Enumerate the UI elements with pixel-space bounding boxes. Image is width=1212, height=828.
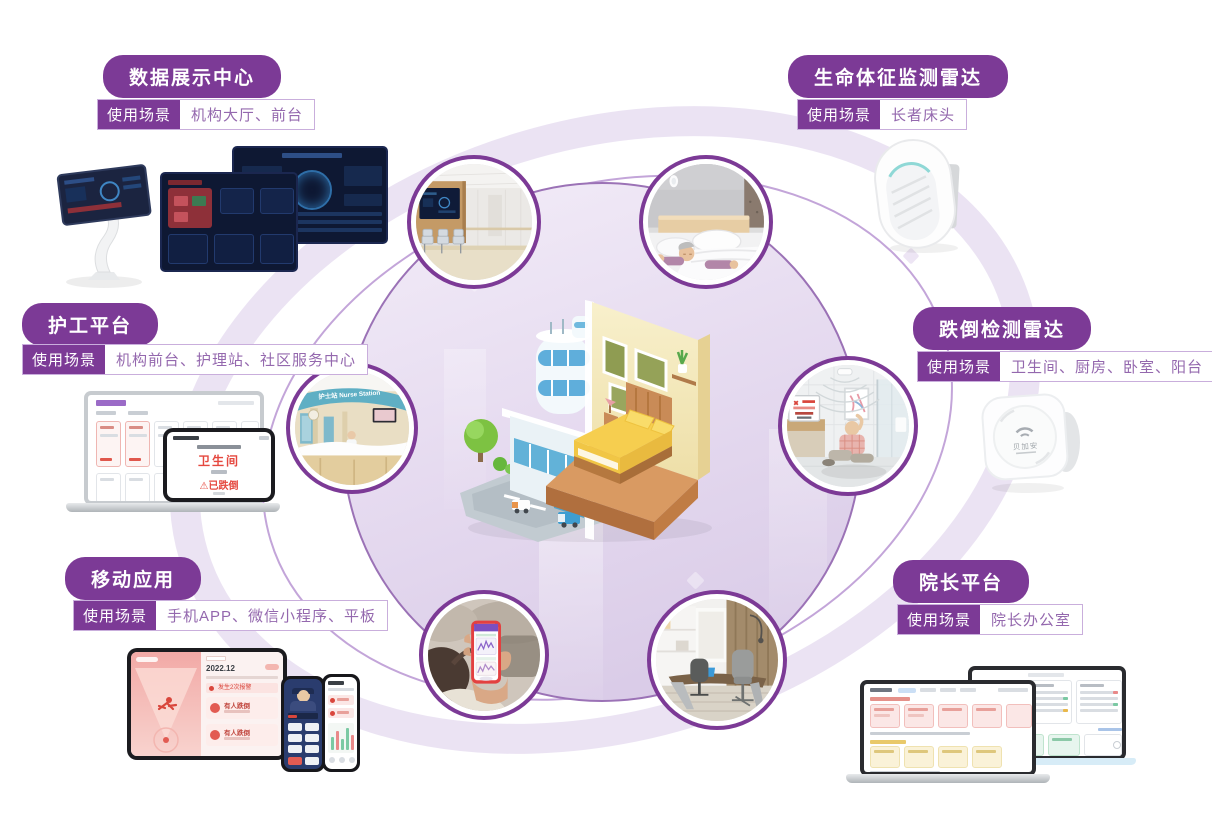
calendar-month-text: 2022.12 (206, 664, 235, 673)
cube-shape (686, 571, 705, 590)
nurse-station-photo: 护士站 Nurse Station (295, 371, 409, 485)
scenario-mobile-app: 使用场景 手机APP、微信小程序、平板 (73, 600, 389, 631)
mobile-tablet: 2022.12 发生2次报警 有人跌倒 有人跌倒 (127, 648, 287, 760)
photo-circle-office (647, 590, 787, 730)
sleeping-elder-photo (648, 164, 764, 280)
scenario-label: 使用场景 (798, 100, 881, 129)
section-title-mobile-app: 移动应用 (65, 557, 202, 600)
scenario-value: 卫生间、厨房、卧室、阳台 (1011, 359, 1204, 376)
caregiver-alert-tablet: 卫生间 ⚠已跌倒 (163, 428, 275, 502)
alert-list-item: 有人跌倒 (206, 724, 278, 746)
scenario-value: 院长办公室 (991, 612, 1072, 629)
section-title-fall-radar: 跌倒检测雷达 (913, 307, 1092, 350)
fall-radar-logo-text: 贝加安 (1012, 440, 1038, 452)
alert-banner: 发生2次报警 (206, 683, 278, 693)
scenario-caregiver: 使用场景 机构前台、护理站、社区服务中心 (22, 344, 369, 375)
caregiver-laptop-base (66, 503, 280, 512)
phone-hand-photo (428, 599, 540, 711)
scenario-vital-radar: 使用场景 长者床头 (797, 99, 968, 130)
vital-radar-device (874, 138, 960, 253)
section-title-director: 院长平台 (893, 560, 1030, 603)
director-laptop-back-base (958, 758, 1136, 765)
scenario-director: 使用场景 院长办公室 (897, 604, 1084, 635)
director-laptop-front-base (846, 774, 1050, 783)
mobile-phone-stats (322, 674, 360, 772)
kiosk-display (56, 164, 152, 288)
fall-radar-device: 贝加安 (981, 393, 1080, 493)
lobby-photo (416, 164, 532, 280)
scenario-value: 机构大厅、前台 (191, 107, 304, 124)
scenario-fall-radar: 使用场景 卫生间、厨房、卧室、阳台 (917, 351, 1212, 382)
section-title-data-display: 数据展示中心 (103, 55, 282, 98)
scenario-value: 手机APP、微信小程序、平板 (167, 608, 377, 625)
section-title-vital-radar: 生命体征监测雷达 (788, 55, 1009, 98)
scenario-label: 使用场景 (898, 605, 981, 634)
alert-list-item: 有人跌倒 (206, 697, 278, 719)
photo-circle-nurse-station: 护士站 Nurse Station (286, 362, 418, 494)
photo-circle-phone-hand (419, 590, 549, 720)
scenario-data-display: 使用场景 机构大厅、前台 (97, 99, 316, 130)
tablet-radar-pane (131, 652, 201, 756)
bathroom-fall-photo (787, 365, 909, 487)
scenario-value: 机构前台、护理站、社区服务中心 (116, 352, 357, 369)
scenario-label: 使用场景 (74, 601, 157, 630)
dashboard-screen-small (160, 172, 298, 272)
director-laptop-front-screen (860, 680, 1036, 776)
warning-icon: ⚠ (199, 481, 209, 492)
scenario-label: 使用场景 (98, 100, 181, 129)
mini-bar-chart (328, 723, 354, 753)
scenario-label: 使用场景 (918, 352, 1001, 381)
office-photo (656, 599, 778, 721)
alert-status-text: 已跌倒 (208, 481, 239, 492)
photo-circle-lobby (407, 155, 541, 289)
alert-location-text: 卫生间 (197, 454, 240, 468)
tablet-alert-pane: 2022.12 发生2次报警 有人跌倒 有人跌倒 (201, 652, 283, 756)
photo-circle-sleeping-elder (639, 155, 773, 289)
center-building-illustration (460, 300, 712, 542)
mobile-phone-video (281, 676, 325, 772)
scenario-label: 使用场景 (23, 345, 106, 374)
section-title-caregiver: 护工平台 (22, 303, 159, 346)
scenario-value: 长者床头 (891, 107, 956, 124)
photo-circle-bathroom-fall (778, 356, 918, 496)
